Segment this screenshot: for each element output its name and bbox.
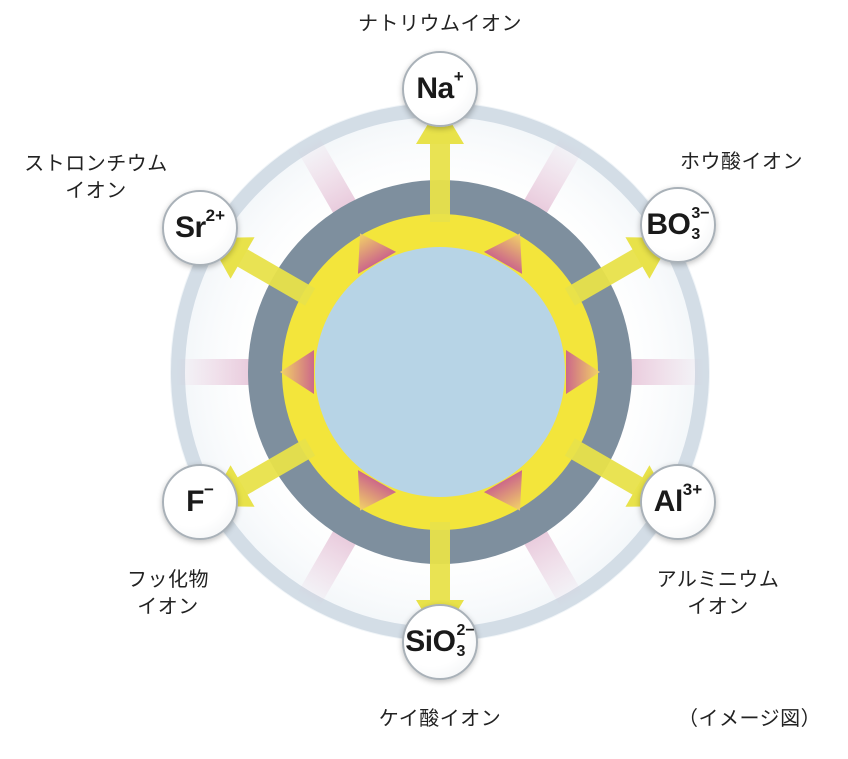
ion-badge-f: F− <box>162 464 238 540</box>
caption-na: ナトリウムイオン <box>358 11 522 35</box>
inflow-triangle <box>357 233 397 274</box>
inflow-streaks <box>176 136 704 608</box>
core <box>315 247 565 497</box>
ion-badge-na: Na+ <box>402 51 478 127</box>
inflow-triangles <box>280 233 600 511</box>
inflow-triangle <box>566 350 600 394</box>
caption-sio3: ケイ酸イオン <box>378 706 502 730</box>
ion-badge-sio3: SiO 2−3 <box>402 604 478 680</box>
caption-sr: ストロンチウム イオン <box>24 151 168 202</box>
inflow-streak <box>296 136 362 224</box>
inflow-streak <box>518 520 584 608</box>
inflow-streak <box>619 359 704 385</box>
inflow-streak <box>296 520 362 608</box>
inflow-triangle <box>280 350 314 394</box>
caption-al: アルミニウム イオン <box>656 567 780 618</box>
inflow-streak <box>518 136 584 224</box>
caption-bo3: ホウ酸イオン <box>680 149 803 173</box>
image-note: （イメージ図） <box>678 706 822 730</box>
ion-badge-bo3: BO 3−3 <box>640 187 716 263</box>
inflow-triangle <box>483 233 523 274</box>
caption-f: フッ化物 イオン <box>127 567 209 618</box>
inflow-triangle <box>357 470 397 511</box>
inflow-triangle <box>483 470 523 511</box>
inflow-streak <box>176 359 261 385</box>
